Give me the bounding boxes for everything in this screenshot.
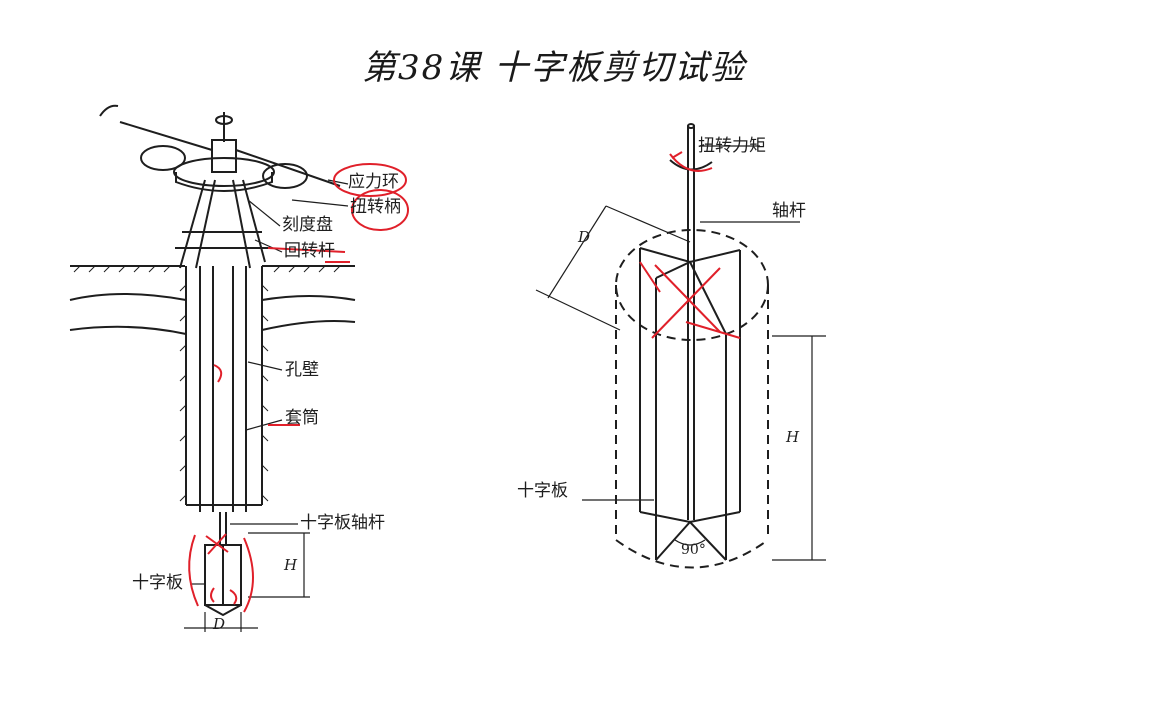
- label-stress-ring: 应力环: [348, 172, 399, 192]
- label-shaft: 轴杆: [772, 201, 806, 221]
- label-vane-right: 十字板: [517, 481, 568, 501]
- dim-h-right: H: [786, 428, 800, 446]
- label-torque: 扭转力矩: [698, 136, 766, 156]
- label-hole-wall: 孔壁: [285, 360, 319, 380]
- label-angle: 90°: [681, 542, 706, 558]
- label-casing: 套筒: [285, 408, 319, 428]
- label-torsion-handle: 扭转柄: [350, 197, 401, 217]
- page-title: 第38课 十字板剪切试验: [362, 48, 747, 88]
- label-dial-plate: 刻度盘: [282, 215, 333, 235]
- label-vane-shaft: 十字板轴杆: [300, 513, 385, 533]
- dim-d-right: D: [578, 228, 591, 246]
- label-vane-left: 十字板: [132, 573, 183, 593]
- label-rotating-rod: 回转杆: [284, 241, 335, 261]
- dim-h-left: H: [284, 556, 298, 574]
- dim-d-left: D: [213, 615, 226, 633]
